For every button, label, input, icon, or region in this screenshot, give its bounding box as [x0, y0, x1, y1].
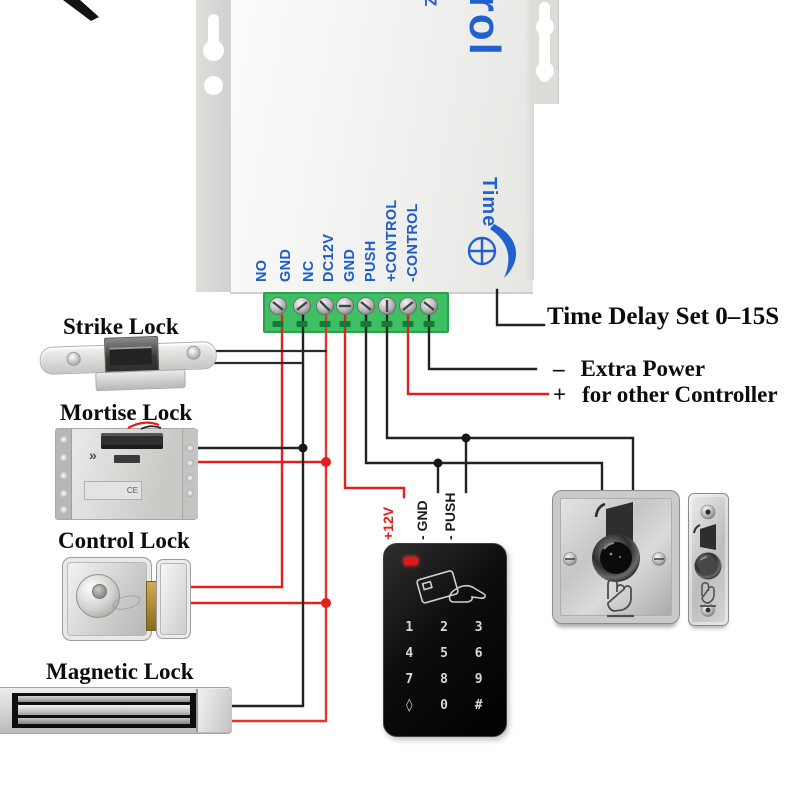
keypad-led-indicator	[404, 557, 418, 565]
strike-latch-keeper	[104, 335, 160, 375]
keypad-key: 7	[405, 671, 414, 687]
keypad-key: 3	[474, 619, 483, 635]
keypad-device: 1 2 3 4 5 6 7 8 9 ◊ 0 #	[383, 543, 507, 737]
terminal-label-minuscontrol: -CONTROL	[405, 203, 421, 282]
lock-strike-box	[156, 559, 191, 639]
keypad-keys: 1 2 3 4 5 6 7 8 9 ◊ 0 #	[392, 614, 496, 718]
controller-brand-text: trol	[460, 0, 509, 57]
bracket-keyhole	[203, 40, 224, 61]
maglock-end-cap	[196, 689, 232, 732]
bracket-hole	[204, 76, 223, 95]
junction-dot	[433, 458, 443, 468]
mortise-lock-label: Mortise Lock	[60, 400, 193, 425]
keypad-key: 1	[405, 619, 414, 635]
junction-dot	[321, 598, 331, 608]
terminal-label-dc12v: DC12V	[321, 233, 337, 282]
bracket-keyhole	[536, 18, 554, 36]
maglock-plate-strip	[18, 696, 190, 702]
exit-button-narrow	[688, 493, 729, 626]
extra-power-text2: for other Controller	[582, 382, 778, 407]
keypad-key: 2	[440, 619, 448, 635]
wire-time-delay-callout	[495, 288, 546, 327]
terminal-label-nc: NC	[301, 260, 317, 282]
terminal-label-gnd2: GND	[342, 248, 358, 282]
wire-label-gnd: - GND	[414, 500, 430, 540]
bracket-hole	[536, 62, 554, 80]
bracket-keyhole-slot	[539, 2, 550, 82]
keypad-key: 9	[474, 671, 483, 687]
wire-dc12v-to-keypad	[343, 314, 406, 499]
terminal-label-gnd1: GND	[278, 248, 294, 282]
keypad-key: #	[474, 697, 483, 713]
junction-dot	[298, 443, 308, 453]
extra-power-plus-sign: +	[553, 382, 567, 407]
junction-dot	[321, 457, 331, 467]
extra-power-minus-sign: –	[553, 356, 565, 381]
bracket-keyhole-slot	[208, 14, 219, 48]
time-knob-label: Time	[478, 177, 500, 228]
extra-power-line2: + for other Controller	[553, 382, 778, 408]
keypad-key: 0	[440, 697, 448, 713]
strike-lock-device	[39, 333, 218, 399]
extra-power-line1: – Extra Power	[553, 356, 705, 382]
wire-label-12v: +12V	[380, 506, 396, 540]
mortise-sticker-top	[101, 433, 163, 449]
keypad-key: 8	[440, 671, 448, 687]
strike-lock-label: Strike Lock	[63, 314, 179, 339]
control-lock-label: Control Lock	[58, 528, 190, 553]
wire-nc-to-magnetic-lock	[226, 314, 328, 723]
terminal-label-push: PUSH	[363, 240, 379, 283]
magnetic-lock-device	[0, 687, 232, 734]
control-lock-device	[62, 553, 191, 642]
wire-gnd-to-magnetic-lock	[226, 314, 305, 708]
strike-lip-plate	[95, 368, 186, 392]
maglock-plate-strip	[18, 705, 190, 715]
keypad-key: 6	[474, 645, 483, 661]
time-delay-note: Time Delay Set 0–15S	[547, 303, 780, 330]
controller-box-right-edge	[524, 0, 534, 280]
exit-button-square	[552, 490, 680, 624]
terminal-label-pluscontrol: +CONTROL	[384, 199, 400, 282]
maglock-plate-strip	[18, 718, 190, 724]
mortise-lock-device: » CE	[55, 428, 198, 520]
keypad-key: 4	[405, 645, 414, 661]
controller-mount-bracket-right	[533, 0, 559, 104]
mortise-sticker-ce: CE	[84, 481, 142, 500]
junction-dot	[461, 433, 471, 443]
wire-label-push: - PUSH	[442, 492, 458, 540]
terminal-label-no: NO	[254, 259, 270, 282]
controller-mount-bracket-left	[196, 0, 233, 292]
keypad-key: ◊	[405, 697, 414, 713]
power-cord	[63, 0, 99, 21]
keypad-key: 5	[440, 645, 448, 661]
magnetic-lock-label: Magnetic Lock	[46, 659, 194, 684]
extra-power-text1: Extra Power	[580, 356, 706, 381]
mortise-chevron-mark: »	[89, 447, 97, 463]
controller-spec-text: Z	[421, 0, 440, 7]
ce-mark: CE	[126, 486, 138, 495]
terminal-block	[263, 292, 449, 333]
